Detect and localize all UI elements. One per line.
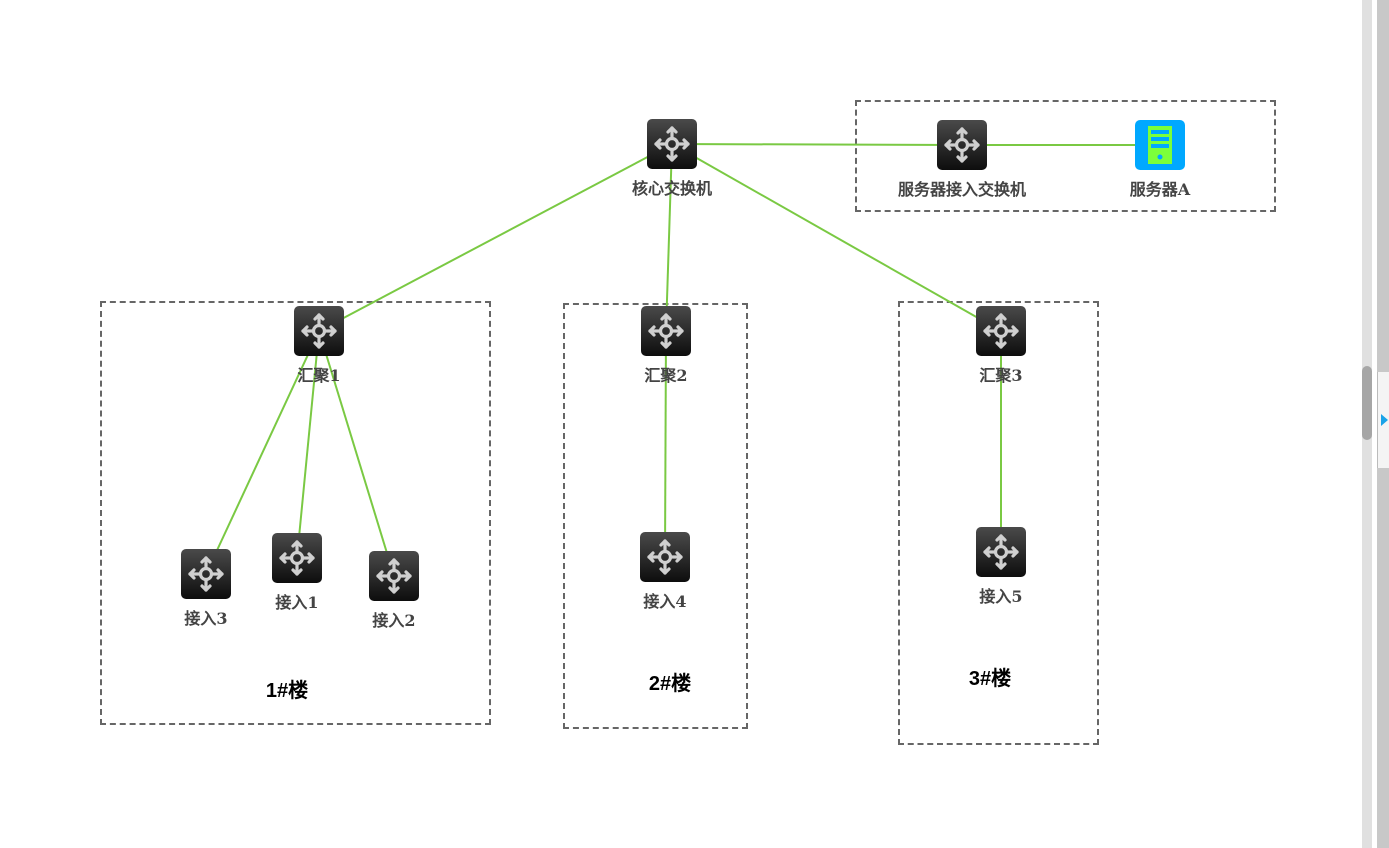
group-building2[interactable] — [563, 303, 748, 729]
node-label: 接入5 — [979, 587, 1023, 606]
node-label: 接入3 — [184, 609, 228, 628]
node-label: 核心交换机 — [631, 179, 713, 198]
group-label-building2: 2#楼 — [648, 673, 692, 695]
link-core-server-switch[interactable] — [671, 143, 963, 146]
node-label: 接入1 — [275, 593, 319, 612]
link-agg1-acc1[interactable] — [296, 330, 320, 559]
node-access-2[interactable]: 接入2 — [369, 551, 419, 630]
link-core-agg1[interactable] — [318, 143, 673, 332]
node-aggregation-2[interactable]: 汇聚2 — [641, 306, 691, 385]
node-access-1[interactable]: 接入1 — [272, 533, 322, 612]
switch-icon — [294, 306, 344, 356]
node-label: 汇聚2 — [644, 366, 688, 385]
node-aggregation-3[interactable]: 汇聚3 — [976, 306, 1026, 385]
link-core-agg3[interactable] — [671, 143, 1002, 332]
group-label-building3: 3#楼 — [968, 668, 1012, 690]
node-server-a[interactable]: 服务器A — [1130, 120, 1190, 199]
link-agg1-acc3[interactable] — [205, 330, 320, 575]
node-label: 服务器A — [1129, 180, 1191, 199]
node-label: 服务器接入交换机 — [897, 180, 1027, 199]
node-label: 接入2 — [372, 611, 416, 630]
link-core-agg2[interactable] — [665, 143, 673, 332]
node-label: 汇聚3 — [979, 366, 1023, 385]
chevron-right-icon — [1381, 414, 1388, 426]
node-access-5[interactable]: 接入5 — [976, 527, 1026, 606]
node-server-access-switch[interactable]: 服务器接入交换机 — [898, 120, 1026, 199]
group-building3[interactable] — [898, 301, 1099, 745]
switch-icon — [647, 119, 697, 169]
switch-icon — [976, 306, 1026, 356]
group-label-building1: 1#楼 — [265, 680, 309, 702]
switch-icon — [937, 120, 987, 170]
node-label: 接入4 — [643, 592, 687, 611]
node-access-4[interactable]: 接入4 — [640, 532, 690, 611]
server-icon — [1135, 120, 1185, 170]
vertical-scrollbar-thumb[interactable] — [1362, 366, 1372, 440]
group-building1[interactable] — [100, 301, 491, 725]
panel-separator — [1372, 0, 1377, 848]
node-access-3[interactable]: 接入3 — [181, 549, 231, 628]
switch-icon — [369, 551, 419, 601]
node-label: 汇聚1 — [297, 366, 341, 385]
switch-icon — [640, 532, 690, 582]
switch-icon — [641, 306, 691, 356]
switch-icon — [181, 549, 231, 599]
link-agg1-acc2[interactable] — [318, 330, 395, 577]
node-core-switch[interactable]: 核心交换机 — [632, 119, 712, 198]
expand-panel-button[interactable] — [1377, 372, 1389, 468]
switch-icon — [272, 533, 322, 583]
node-aggregation-1[interactable]: 汇聚1 — [294, 306, 344, 385]
switch-icon — [976, 527, 1026, 577]
link-agg2-acc4[interactable] — [664, 330, 667, 558]
group-server-zone[interactable] — [855, 100, 1276, 212]
